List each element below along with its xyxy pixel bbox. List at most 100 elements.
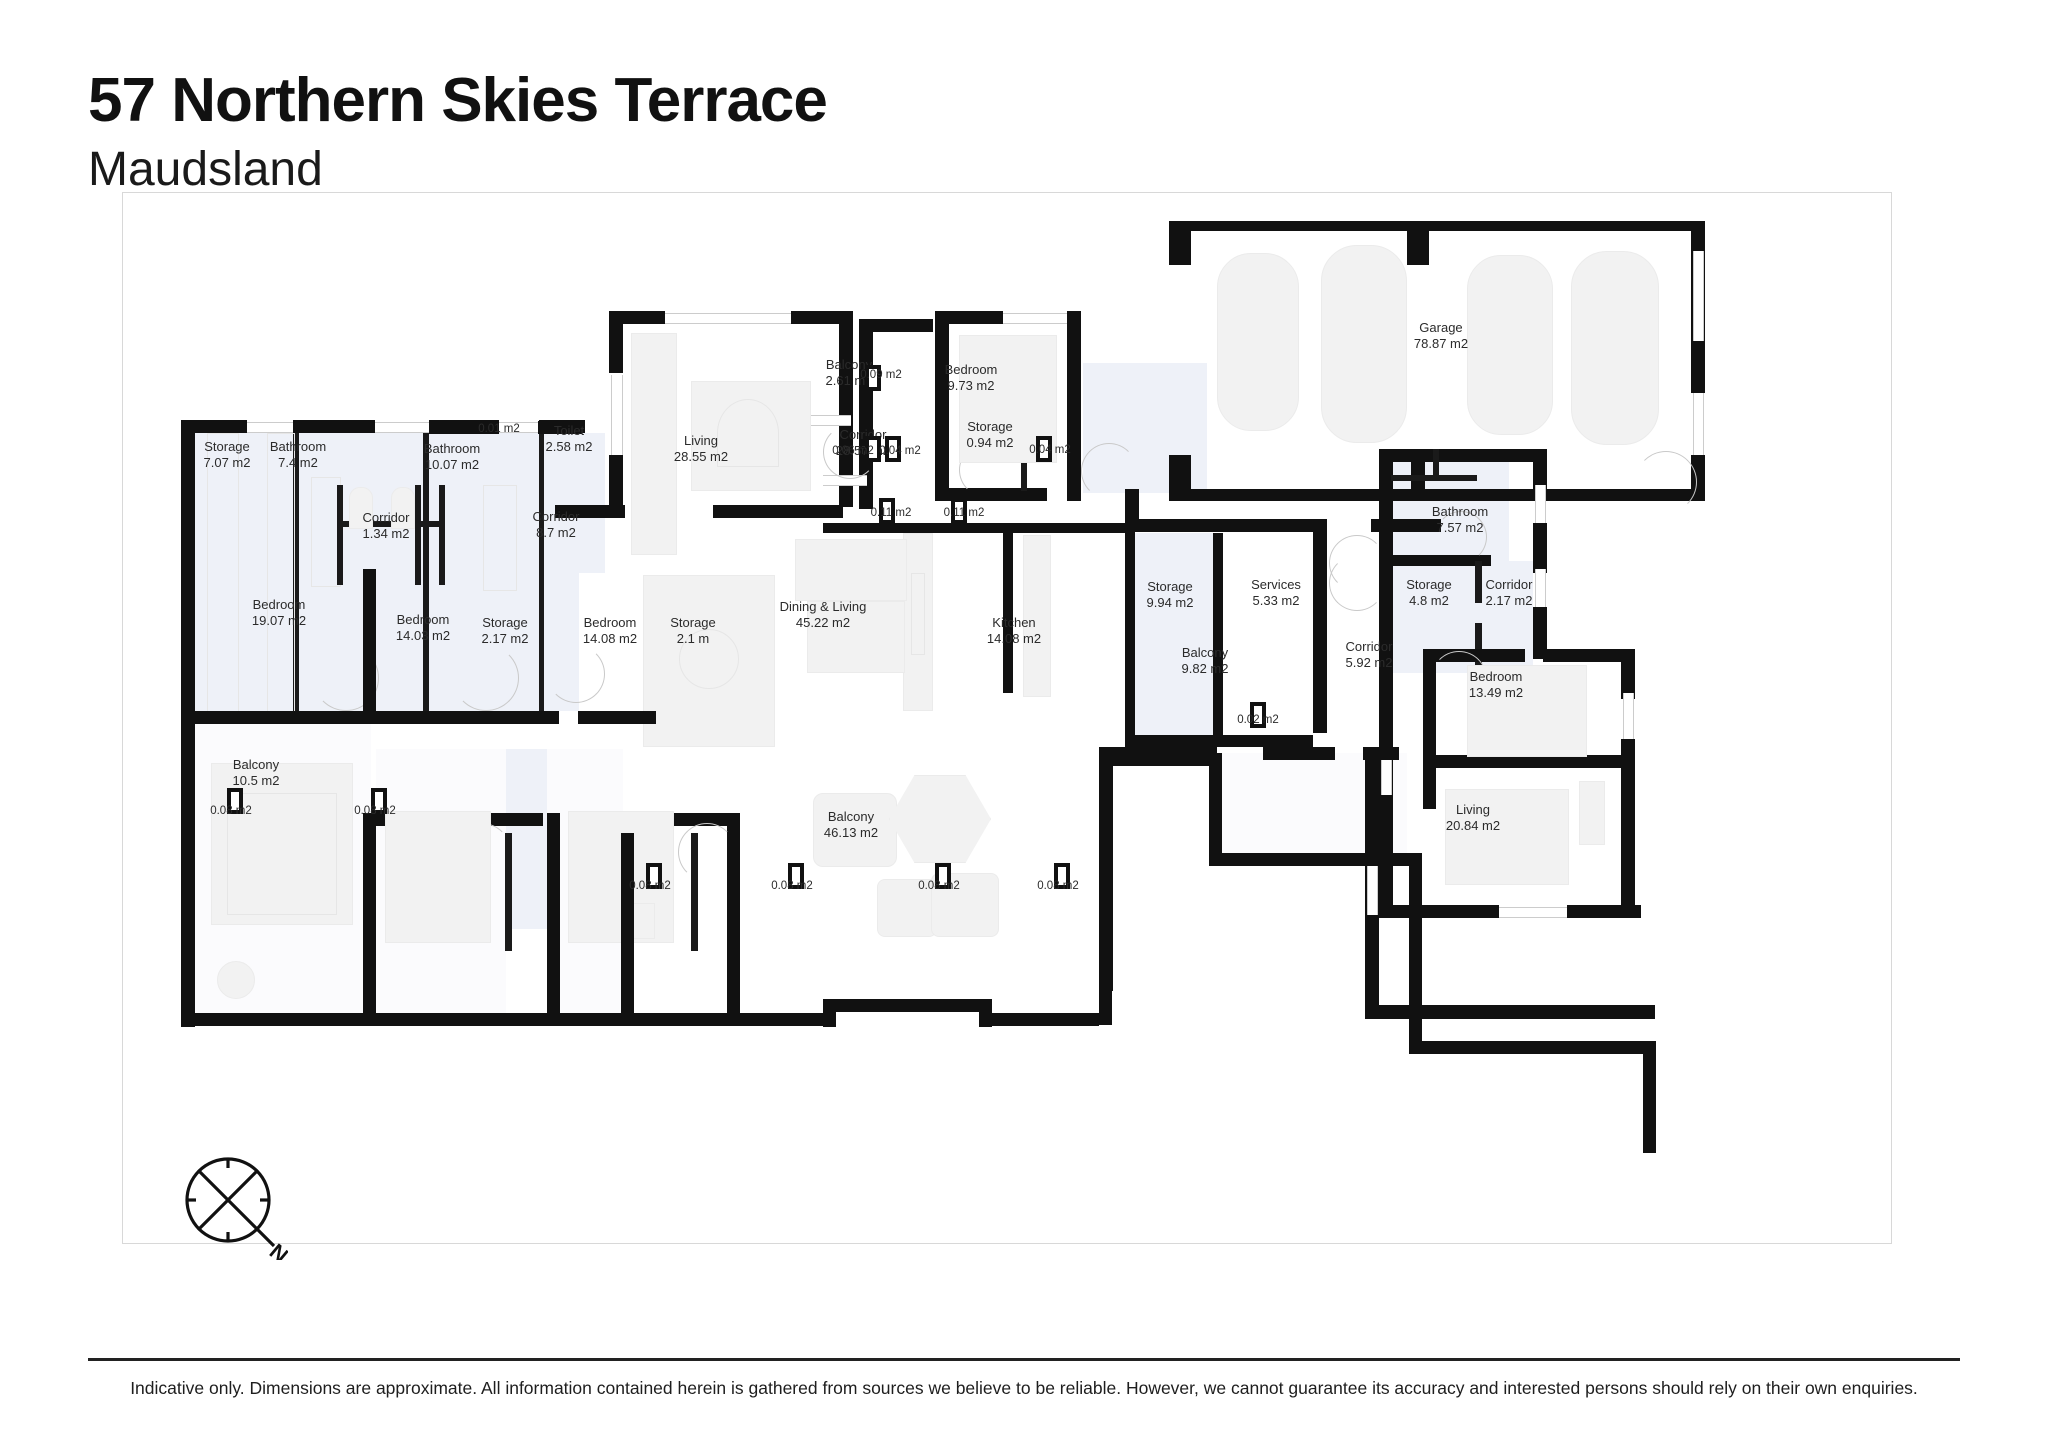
furniture-round-table <box>217 961 255 999</box>
footer-divider <box>88 1358 1960 1361</box>
wall-bath-7-57-div <box>1433 449 1439 479</box>
window-living-top <box>665 313 793 324</box>
wall-living-bottom-2 <box>713 505 843 518</box>
room-floor-storage-7-07 <box>195 433 293 711</box>
car-2 <box>1321 245 1407 443</box>
wall-storage-2-1 <box>691 833 698 951</box>
wall-shower-1 <box>337 485 343 585</box>
wall-segment-17 <box>1099 753 1112 1025</box>
wall-garage-mid-post <box>1407 221 1429 265</box>
wall-segment-23 <box>1643 1041 1656 1153</box>
room-name: Services <box>1251 576 1301 592</box>
door-corridor-right <box>1329 555 1385 611</box>
wall-bed-9-73-top-1 <box>935 311 1003 324</box>
wall-shower-2 <box>337 521 441 527</box>
fixture-storage-shelf-2 <box>267 433 295 713</box>
window-right-3 <box>1381 749 1392 795</box>
room-name: Bedroom <box>583 614 637 630</box>
compass: N <box>178 1150 293 1268</box>
wall-div-storage-bath <box>293 433 299 711</box>
room-area: 14.08 m2 <box>582 631 638 646</box>
balcony-shape-1 <box>813 793 897 867</box>
wall-segment-12 <box>763 1013 823 1026</box>
window-bed-9-73-top <box>1003 313 1067 324</box>
wall-bed2-bed3 <box>547 813 560 1026</box>
balcony-shape-hex <box>889 775 991 863</box>
furniture-living-20-84 <box>1445 789 1569 885</box>
wall-storage-9-94-right <box>1213 533 1223 737</box>
wall-right-wing-bottom-1 <box>1379 905 1499 918</box>
balcony-shape-2 <box>877 879 937 937</box>
wall-bed-13-49-top-2 <box>1543 649 1633 662</box>
furniture-living-shelf <box>1579 781 1605 845</box>
wall-bath-7-57-shower <box>1391 475 1477 481</box>
wall-garage-bottom-1 <box>1191 489 1411 501</box>
window-left-rightwing <box>1367 865 1378 915</box>
wall-dining-top-1 <box>823 523 1003 533</box>
wall-segment-2 <box>293 420 375 433</box>
room-floor-toilet <box>543 433 605 573</box>
wall-bed-13-49-bottom <box>1423 755 1635 768</box>
wall-storage-9-94-left <box>1125 523 1135 745</box>
wall-segment-18 <box>1099 753 1221 766</box>
page-title: 57 Northern Skies Terrace <box>88 66 828 135</box>
wall-segment-25 <box>363 569 376 719</box>
car-4 <box>1571 251 1659 445</box>
room-floor-storage-9-94 <box>1135 533 1215 745</box>
wall-segment-1 <box>181 420 247 433</box>
wall-segment-20 <box>1209 853 1421 866</box>
furniture-kitchen-bench-1 <box>903 533 933 711</box>
window-right-4 <box>1623 693 1634 743</box>
wall-right-exterior-2 <box>1533 523 1547 573</box>
wall-segment-4 <box>538 421 582 434</box>
wall-segment-0 <box>181 420 195 724</box>
wall-garage-bottom-2 <box>1425 489 1703 501</box>
window-bottom-right-1 <box>1499 907 1567 918</box>
column-marker-col-0-11b <box>951 498 967 524</box>
window-right-2 <box>1535 569 1546 613</box>
wall-living-bottom-1 <box>555 505 625 518</box>
door-bathroom-7-57 <box>1435 511 1487 563</box>
door-garage-side <box>1635 451 1697 513</box>
window-garage-right-2 <box>1693 393 1704 459</box>
wall-garage-right-2 <box>1691 341 1705 393</box>
wall-balcony-9-82-top-2 <box>1263 747 1335 760</box>
wall-segment-10 <box>463 1013 593 1026</box>
wall-bed-9-73-right <box>1067 311 1081 501</box>
wall-segment-19 <box>1209 753 1222 865</box>
column-marker-col-0-06 <box>865 436 881 462</box>
room-name: Garage <box>1419 319 1463 335</box>
furniture-kitchen-bench-2 <box>1023 535 1051 697</box>
wall-living-top-1 <box>609 311 665 324</box>
window-top-left-1 <box>247 422 293 433</box>
wall-segment-8 <box>181 711 195 1027</box>
wall-segment-11 <box>609 1013 739 1026</box>
furniture-living-kitchenette <box>631 333 677 555</box>
wall-balcony-2-61-top <box>859 319 933 332</box>
wall-segment-5 <box>181 711 471 724</box>
wall-bed1-bed2 <box>363 813 376 1026</box>
column-marker-col-0-08a <box>227 788 243 814</box>
wall-right-exterior-5 <box>1621 739 1635 915</box>
wall-garage-top-1 <box>1169 221 1407 231</box>
column-marker-col-0-04b <box>1036 436 1052 462</box>
wall-storage-0-94 <box>1021 457 1027 491</box>
wall-living-left-2 <box>609 455 623 517</box>
wall-under-garage-1 <box>1125 519 1325 532</box>
window-top-left-3 <box>499 422 539 433</box>
door-toilet <box>547 645 605 703</box>
compass-icon: N <box>185 1157 293 1268</box>
wall-storage-4-8-div-1 <box>1475 561 1482 603</box>
wall-segment-24 <box>621 833 634 1015</box>
furniture-dining-chairs <box>807 601 905 673</box>
fixture-basin-2 <box>391 487 415 529</box>
door-garage-entry <box>1081 443 1137 499</box>
header: 57 Northern Skies Terrace Maudsland <box>88 70 1688 194</box>
wall-right-wing-top <box>1379 449 1533 462</box>
window-corridor-1 <box>811 415 851 426</box>
wall-bath-storage-div <box>1379 555 1491 566</box>
window-garage-right-1 <box>1693 251 1704 345</box>
